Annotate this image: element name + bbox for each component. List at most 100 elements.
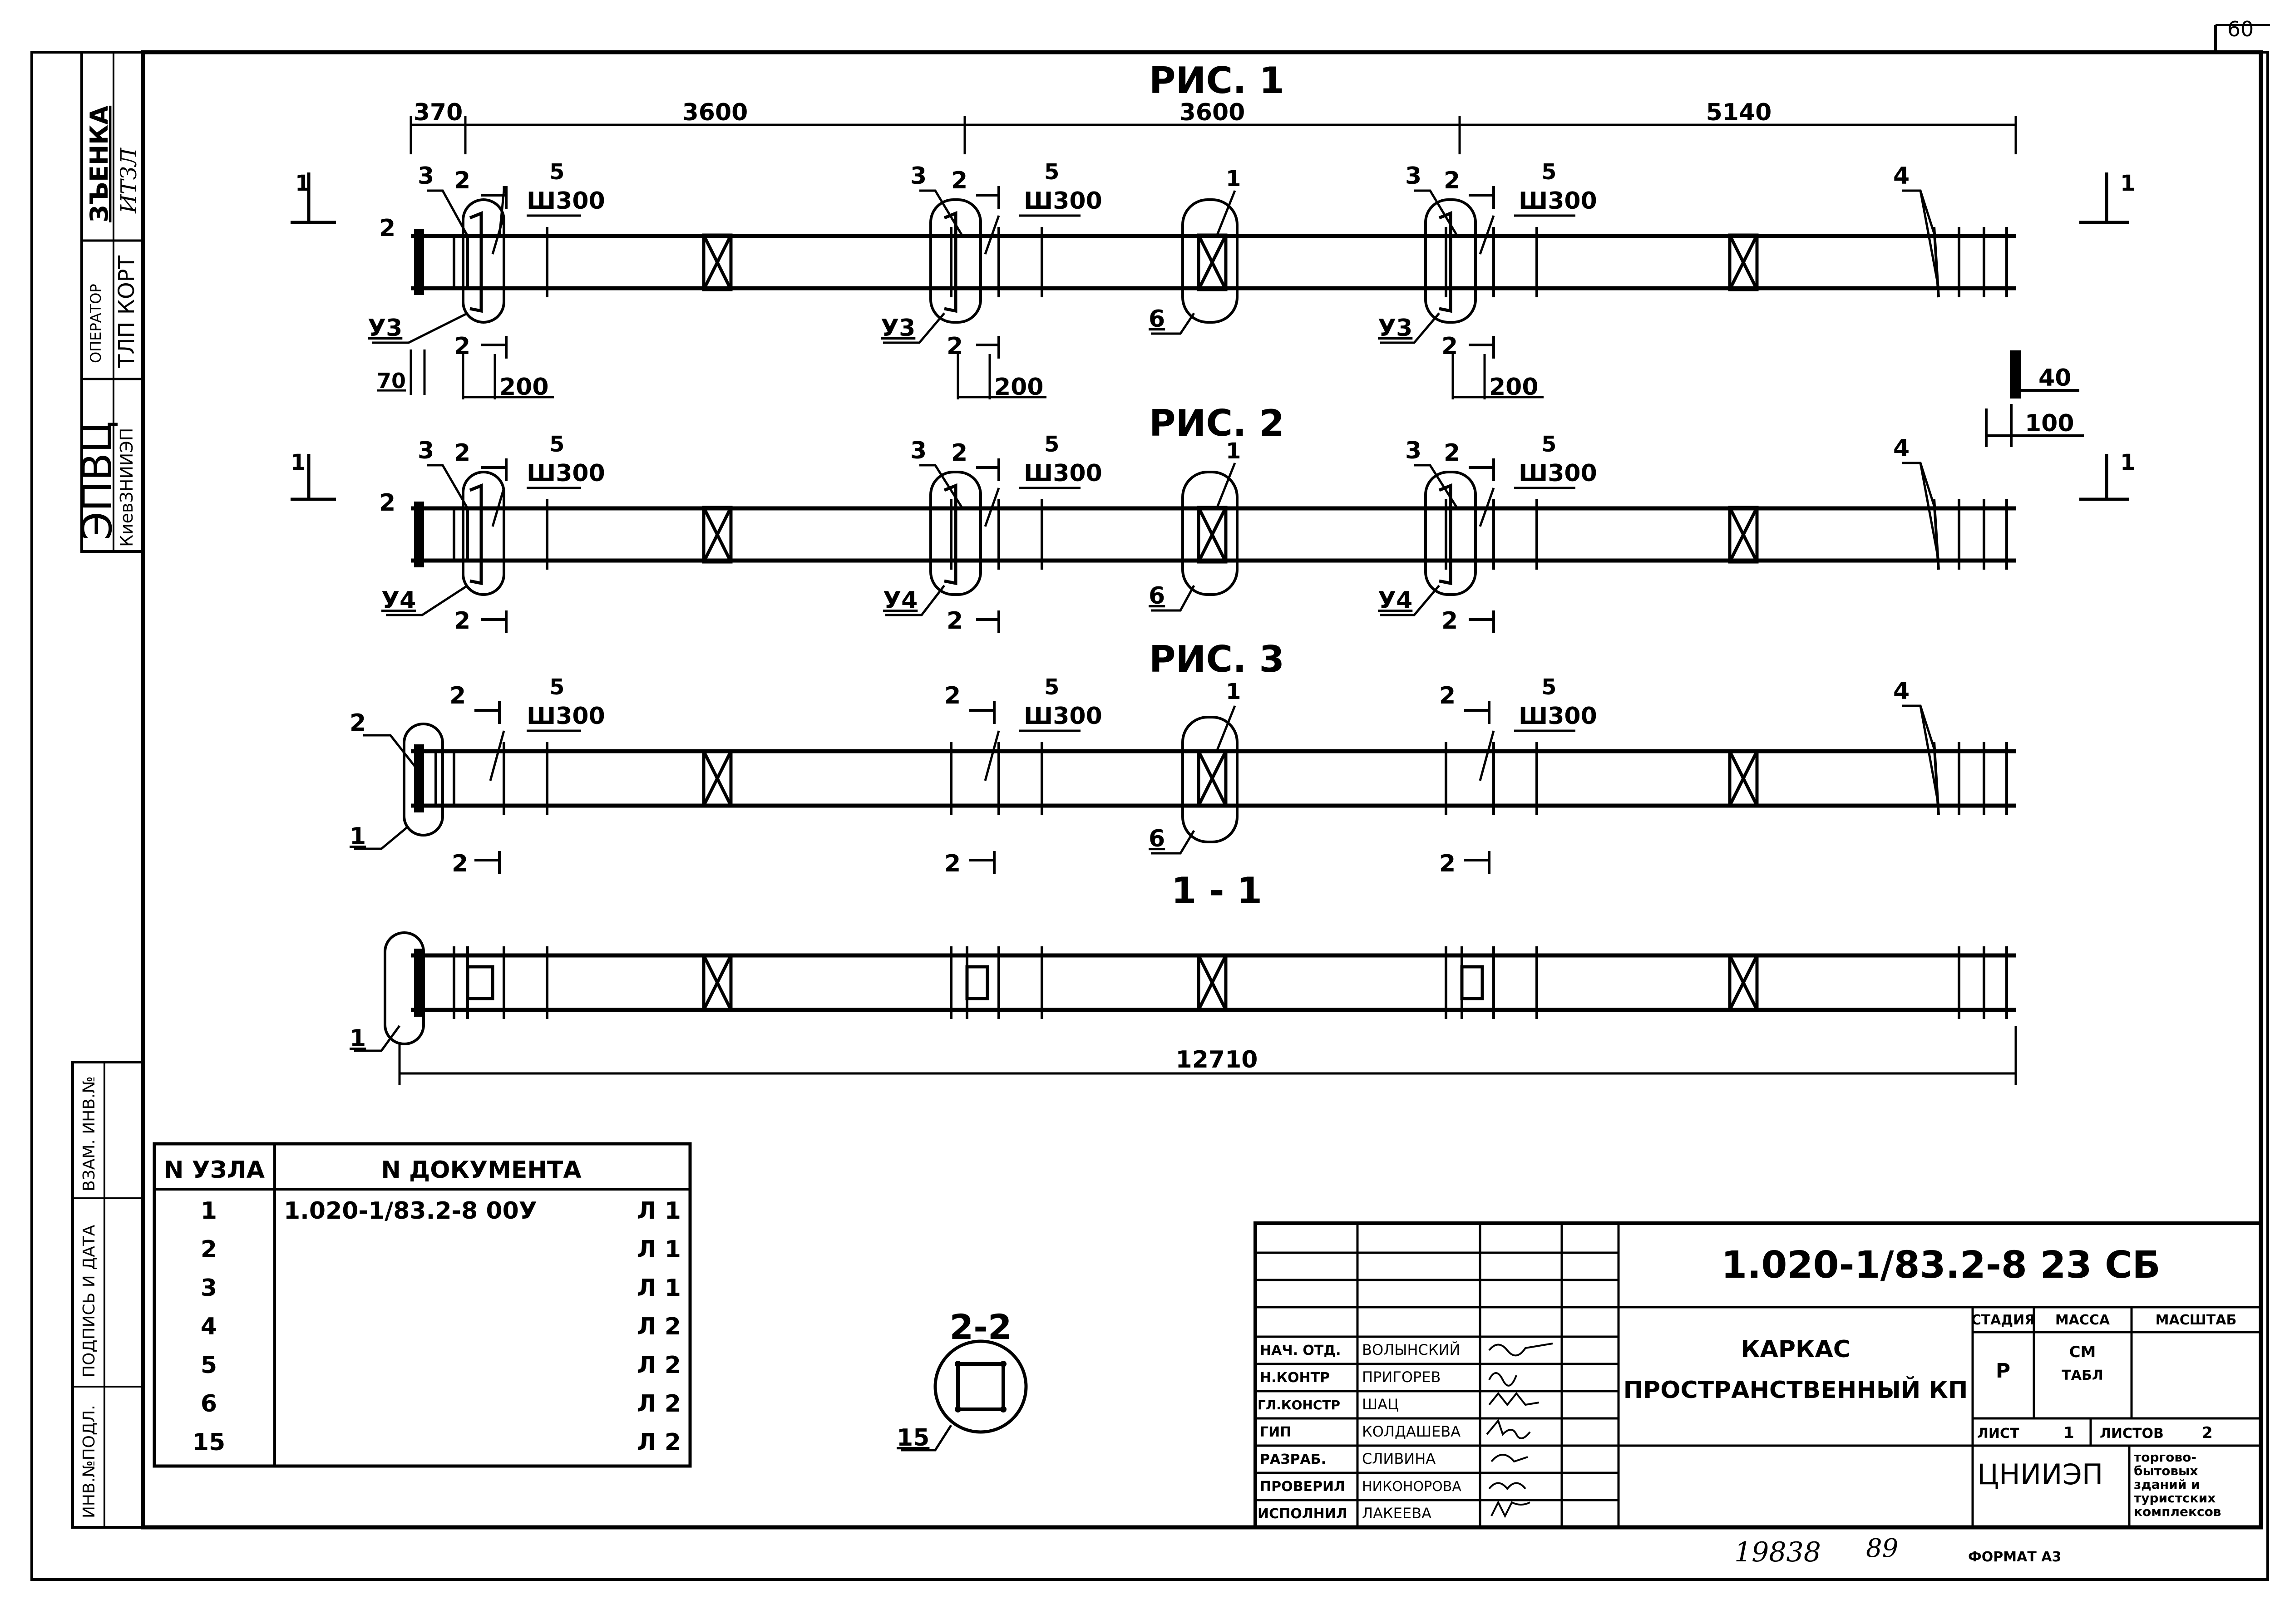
callout-6-fig1: 6 [1149, 305, 1165, 333]
operator-label: ОПЕРАТОР [87, 284, 104, 363]
node-row-1-node: 2 [201, 1236, 217, 1263]
name-3: КОЛДАШЕВА [1362, 1423, 1461, 1440]
format-label: ФОРМАТ А3 [1968, 1549, 2061, 1565]
drawing-name-2: ПРОСТРАНСТВЕННЫЙ КП [1624, 1376, 1968, 1404]
figure-1: РИС. 1 370 3600 3600 5140 [291, 59, 2135, 447]
name-4: СЛИВИНА [1362, 1450, 1436, 1467]
callout-2b: 2 [951, 167, 967, 194]
sh300-a: Ш300 [527, 187, 605, 215]
vzam-inv-label: ВЗАМ. ИНВ.№ [80, 1076, 99, 1191]
bottom-num2: 89 [1866, 1534, 1898, 1563]
callout-1-f3-left: 1 [350, 823, 366, 850]
callout-1-fig3: 1 [1226, 679, 1241, 704]
node-row-5-node: 6 [201, 1390, 217, 1417]
callout-2-bot-c-f2: 2 [1441, 607, 1458, 635]
sec-1-left: 1 [295, 171, 310, 196]
list-value: 1 [2063, 1424, 2074, 1442]
signatures [1486, 1343, 1553, 1518]
callout-6-fig3: 6 [1149, 825, 1165, 852]
callout-5a: 5 [549, 159, 564, 185]
fig2-title: РИС. 2 [1149, 402, 1284, 444]
dim-5140: 5140 [1706, 99, 1772, 126]
callout-2a: 2 [454, 167, 470, 194]
role-2: ГЛ.КОНСТР [1258, 1398, 1340, 1412]
dim-100: 100 [2025, 410, 2074, 437]
node-row-0-sheet: Л 1 [637, 1197, 681, 1225]
name-1: ПРИГОРЕВ [1362, 1368, 1441, 1386]
callout-5a-f2: 5 [549, 432, 564, 457]
node-row-2-node: 3 [201, 1275, 217, 1302]
dim-200-c: 200 [1489, 374, 1539, 401]
role-3: ГИП [1260, 1424, 1291, 1440]
callout-2a-f3: 2 [449, 682, 466, 709]
title-block: НАЧ. ОТД. ВОЛЫНСКИЙ Н.КОНТР ПРИГОРЕВ ГЛ.… [1253, 1221, 2263, 1529]
node-row-0-doc: 1.020-1/83.2-8 00У [284, 1197, 537, 1225]
node-row-4-sheet: Л 2 [637, 1352, 681, 1379]
callout-4-fig1: 4 [1893, 162, 1910, 190]
massa-value-1: СМ [2069, 1343, 2096, 1361]
node-table: N УЗЛА N ДОКУМЕНТА 1 1.020-1/83.2-8 00У … [153, 1142, 692, 1468]
dim-12710: 12710 [1176, 1046, 1258, 1073]
operator-value: ТЛП КОРТ [114, 255, 139, 368]
callout-3c: 3 [1405, 162, 1421, 190]
dim-3600-b: 3600 [1179, 99, 1245, 126]
callout-15: 15 [897, 1424, 929, 1452]
sec11-title: 1 - 1 [1171, 870, 1262, 912]
callout-2-f3: 2 [350, 709, 366, 737]
node-row-3-node: 4 [201, 1313, 217, 1340]
callout-5b-f3: 5 [1044, 674, 1059, 700]
sh300-b-f2: Ш300 [1024, 460, 1102, 487]
callout-5b-f2: 5 [1044, 432, 1059, 457]
callout-2-lbl-a: 2 [379, 215, 395, 242]
node-row-1-sheet: Л 1 [637, 1236, 681, 1263]
callout-4-fig2: 4 [1893, 435, 1910, 462]
role-4: РАЗРАБ. [1260, 1452, 1326, 1467]
dim-200-b: 200 [994, 374, 1044, 401]
left-side-stamp: ВЗАМ. ИНВ.№ ПОДПИСЬ И ДАТА ИНВ.№ПОДЛ. [71, 1061, 144, 1529]
name-5: НИКОНОРОВА [1362, 1479, 1461, 1495]
callout-5b: 5 [1044, 159, 1059, 185]
callout-2-bot-c-f3: 2 [1439, 850, 1456, 877]
callout-3c-f2: 3 [1405, 437, 1421, 464]
org-desc-4: комплексов [2134, 1504, 2221, 1519]
name-0: ВОЛЫНСКИЙ [1362, 1341, 1460, 1358]
list-label: ЛИСТ [1977, 1426, 2019, 1442]
callout-2c-f3: 2 [1439, 682, 1456, 709]
callout-5c-f3: 5 [1541, 674, 1556, 700]
callout-5c-f2: 5 [1541, 432, 1556, 457]
u3-c: У3 [1378, 315, 1412, 342]
node-row-4-node: 5 [201, 1352, 217, 1379]
callout-3a-f2: 3 [418, 437, 434, 464]
masshtab-label: МАСШТАБ [2156, 1312, 2237, 1328]
sec-1-right: 1 [2120, 171, 2135, 196]
callout-3b-f2: 3 [910, 437, 927, 464]
callout-2a-f2: 2 [454, 439, 470, 467]
u4-b: У4 [883, 587, 918, 614]
callout-5a-f3: 5 [549, 674, 564, 700]
u4-a: У4 [381, 587, 416, 614]
role-1: Н.КОНТР [1260, 1370, 1330, 1386]
org-desc-3: туристских [2134, 1491, 2216, 1506]
izm-label: ЗЪЕНКА [85, 106, 114, 222]
podpis-data-label: ПОДПИСЬ И ДАТА [80, 1225, 99, 1378]
sheet-corner-number: 60 [2227, 17, 2254, 41]
callout-2-bot-c: 2 [1441, 333, 1458, 360]
stadiya-label: СТАДИЯ [1971, 1312, 2035, 1328]
sh300-c-f3: Ш300 [1519, 703, 1597, 730]
dim-40: 40 [2038, 364, 2071, 392]
callout-2-bot-a-f3: 2 [452, 850, 468, 877]
name-6: ЛАКЕЕВА [1362, 1505, 1431, 1522]
left-stamp-strip: ЗЪЕНКА ИТЗЛ ОПЕРАТОР ТЛП КОРТ ЭПВЦ КиевЗ… [74, 51, 144, 553]
u3-a: У3 [368, 315, 402, 342]
sh300-a-f3: Ш300 [527, 703, 605, 730]
drawing-name-1: КАРКАС [1741, 1336, 1851, 1363]
figure-2: РИС. 2 1 1 2 3 2 5 Ш300 У [291, 402, 2135, 635]
u3-b: У3 [881, 315, 915, 342]
sh300-c: Ш300 [1519, 187, 1597, 215]
callout-1-fig2: 1 [1226, 438, 1241, 464]
node-row-6-node: 15 [192, 1429, 225, 1456]
org-small: КиевЗНИИЭП [117, 428, 137, 547]
listov-label: ЛИСТОВ [2100, 1426, 2164, 1442]
inv-podl-label: ИНВ.№ПОДЛ. [80, 1405, 99, 1518]
